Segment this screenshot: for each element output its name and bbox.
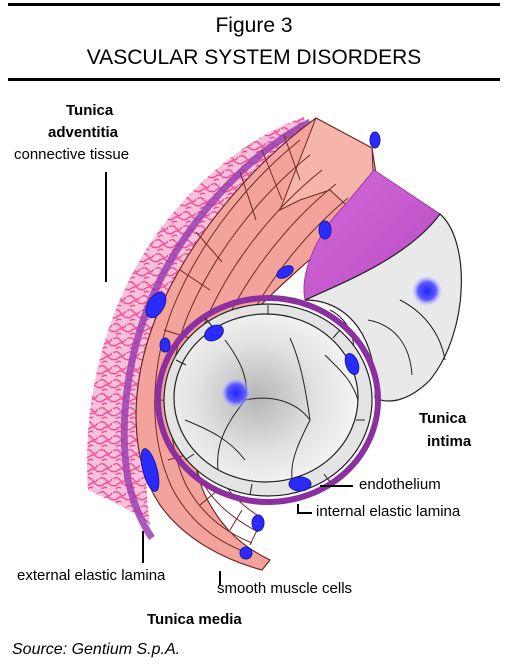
source-credit: Source: Gentium S.p.A. [12, 641, 180, 659]
label-tunica-adventitia-2: adventitia [48, 124, 118, 141]
label-tunica-intima-2: intima [427, 433, 471, 450]
label-tunica-adventitia-1: Tunica [66, 102, 113, 119]
label-external-elastic-lamina: external elastic lamina [17, 567, 165, 584]
label-connective-tissue: connective tissue [14, 146, 129, 163]
label-tunica-intima-1: Tunica [419, 410, 466, 427]
label-endothelium: endothelium [359, 476, 441, 493]
nucleus-lumen [221, 378, 251, 408]
label-internal-elastic-lamina: internal elastic lamina [316, 503, 460, 520]
label-tunica-media: Tunica media [147, 611, 242, 628]
nucleus-tube [412, 276, 442, 306]
label-smooth-muscle-cells: smooth muscle cells [217, 580, 352, 597]
